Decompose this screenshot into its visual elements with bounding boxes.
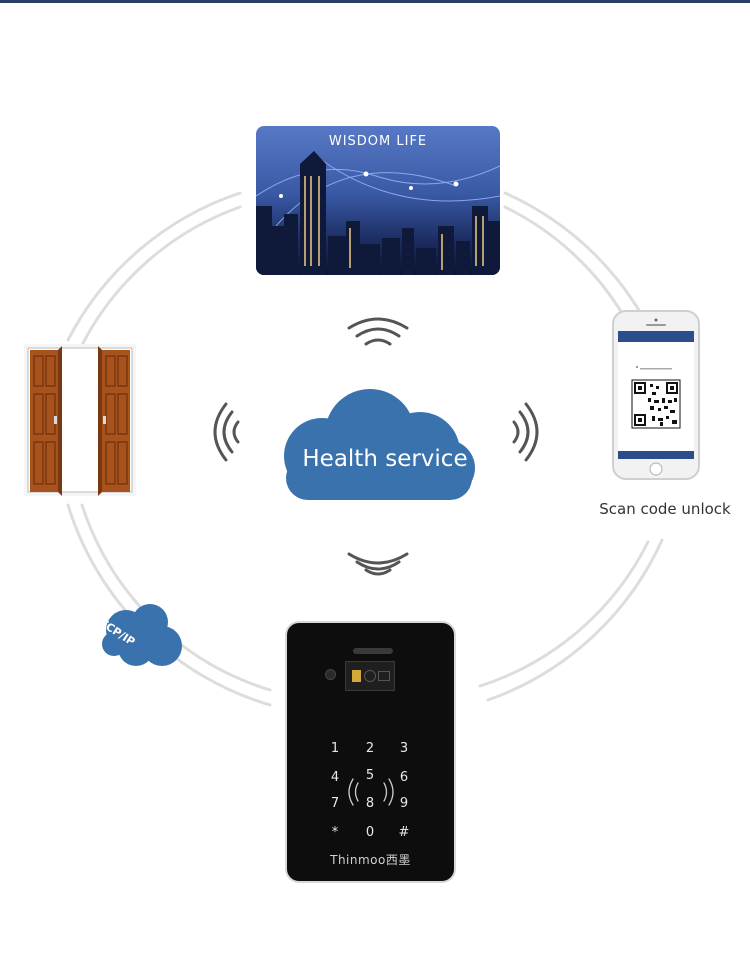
door-icon xyxy=(24,344,136,496)
card-title: WISDOM LIFE xyxy=(328,134,428,149)
speaker-slot xyxy=(353,648,393,654)
key-hash[interactable]: # xyxy=(398,825,410,840)
camera-module xyxy=(345,661,395,691)
key-4[interactable]: 4 xyxy=(330,770,340,785)
key-1[interactable]: 1 xyxy=(330,741,340,756)
phone-icon xyxy=(612,310,700,480)
cloud-icon xyxy=(284,389,475,500)
key-0[interactable]: 0 xyxy=(365,825,375,840)
key-7[interactable]: 7 xyxy=(330,796,340,811)
signal-wave-icon xyxy=(213,402,240,462)
key-8[interactable]: 8 xyxy=(365,796,375,811)
city-skyline-image xyxy=(256,151,500,275)
brand-name-cn: 西墨 xyxy=(385,853,411,867)
key-star[interactable]: * xyxy=(331,825,339,840)
key-9[interactable]: 9 xyxy=(399,796,409,811)
brand-label: Thinmoo西墨 xyxy=(287,851,454,868)
wisdom-life-card: WISDOM LIFE xyxy=(256,126,500,275)
camera-icon xyxy=(364,670,376,682)
access-control-keypad: 1 2 3 4 5 6 7 8 9 * 0 # Thinmoo西墨 xyxy=(285,621,456,883)
health-service-label: Health service xyxy=(302,446,468,472)
top-border-line xyxy=(0,0,750,3)
rfid-icon xyxy=(348,778,394,806)
signal-wave-icon xyxy=(347,317,409,346)
cloud-icon xyxy=(102,604,182,666)
qr-code-icon xyxy=(631,379,681,429)
key-3[interactable]: 3 xyxy=(399,741,409,756)
signal-wave-icon xyxy=(512,402,539,462)
scan-code-unlock-caption: Scan code unlock xyxy=(599,500,731,518)
brand-name: Thinmoo xyxy=(330,853,386,867)
signal-wave-icon xyxy=(347,552,409,576)
key-2[interactable]: 2 xyxy=(365,741,375,756)
sensor-dot xyxy=(325,669,336,680)
key-5[interactable]: 5 xyxy=(365,768,375,783)
key-6[interactable]: 6 xyxy=(399,770,409,785)
